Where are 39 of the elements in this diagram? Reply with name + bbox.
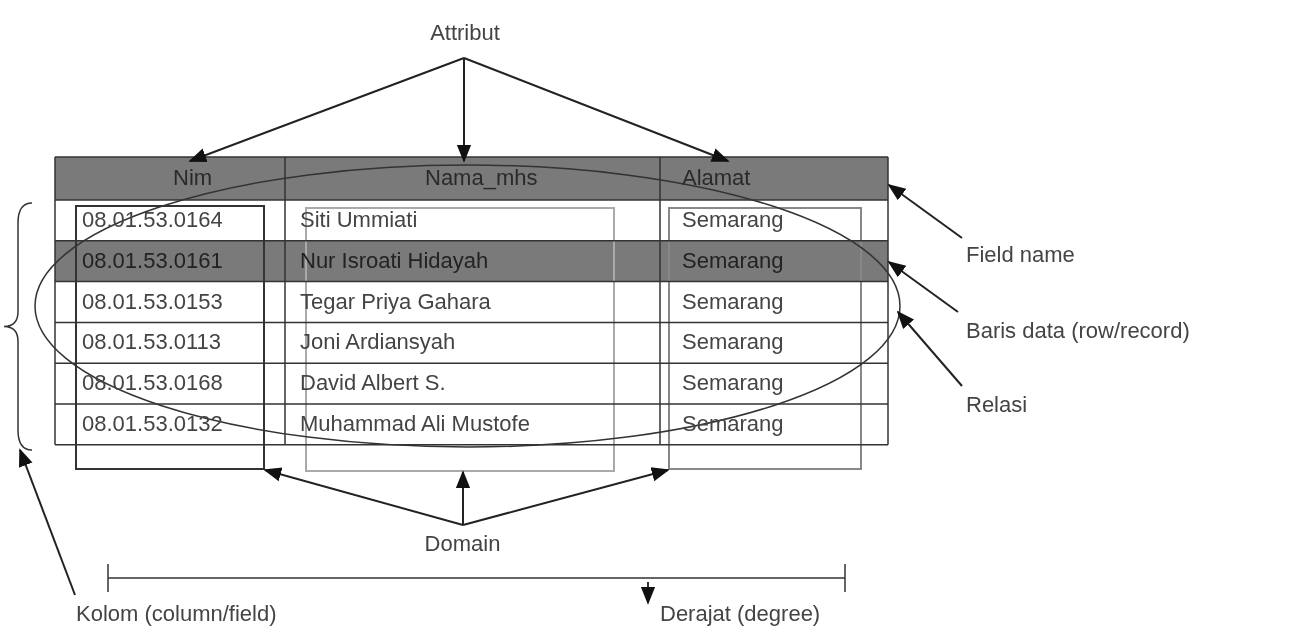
arrow [896, 310, 963, 387]
table-cell-text: 08.01.53.0113 [82, 329, 222, 356]
table-cell-text: Semarang [682, 247, 784, 274]
annotation-label: Field name [962, 238, 1132, 272]
table-cell-text: Siti Ummiati [300, 207, 418, 233]
table-cell-text: David Albert S. [300, 370, 446, 397]
table-cell-text: Muhammad Ali Mustofe [300, 411, 530, 437]
table-cell-text: 08.01.53.0132 [82, 411, 223, 437]
domain-box [668, 207, 862, 470]
table-cell-text: Joni Ardiansyah [300, 329, 456, 356]
arrow [19, 448, 76, 596]
arrow [463, 57, 730, 162]
table-cell-text: Semarang [682, 288, 784, 315]
annotation-label: Attribut [400, 12, 530, 58]
curly-brace [3, 202, 33, 451]
arrow [188, 57, 465, 163]
arrow [887, 260, 959, 313]
table-cell-text: Semarang [682, 370, 784, 397]
table-cell-text: Semarang [682, 207, 784, 233]
arrow [456, 57, 472, 163]
header-cell: Alamat [660, 157, 888, 200]
header-cell: Nama_mhs [285, 157, 660, 200]
table-cell-text: 08.01.53.0161 [82, 247, 223, 274]
arrow [887, 183, 963, 239]
table-cell-text: Semarang [682, 329, 784, 356]
table-cell-text: 08.01.53.0153 [82, 288, 223, 315]
domain-box [75, 205, 265, 470]
table-cell-text: Nur Isroati Hidayah [300, 247, 489, 274]
annotation-label: Domain [380, 525, 545, 565]
annotation-label: Relasi [962, 386, 1062, 422]
relation-ellipse [34, 164, 901, 448]
annotation-label: Kolom (column/field) [70, 595, 370, 631]
annotation-label: Derajat (degree) [660, 601, 821, 627]
arrow [462, 467, 670, 526]
arrow [455, 470, 471, 526]
table-cell-text: Tegar Priya Gahara [300, 288, 491, 315]
header-cell: Nim [55, 157, 285, 200]
arrow [263, 467, 464, 526]
annotation-label: Baris data (row/record) [958, 312, 1288, 348]
